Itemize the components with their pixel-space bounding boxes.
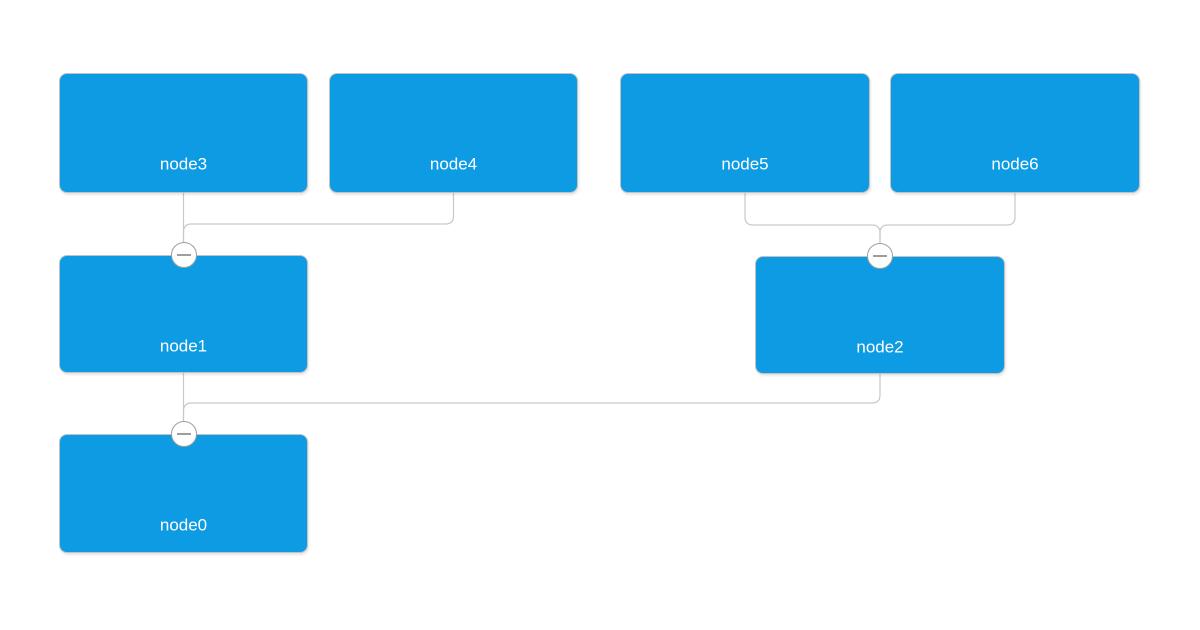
minus-icon	[176, 433, 191, 435]
node-label-node5: node5	[721, 154, 769, 174]
node-label-node1: node1	[159, 336, 208, 356]
minus-icon	[873, 255, 887, 257]
node-label-node6: node6	[991, 154, 1039, 174]
node-node5[interactable]: node5	[620, 73, 870, 193]
node-label-node0: node0	[159, 515, 208, 535]
node-node4[interactable]: node4	[329, 73, 578, 193]
node-node2[interactable]: node2	[755, 256, 1005, 374]
collapse-button-node1[interactable]	[170, 242, 197, 268]
node-node1[interactable]: node1	[59, 255, 308, 373]
node-node3[interactable]: node3	[59, 73, 308, 193]
node-label-node4: node4	[429, 154, 478, 174]
edge-node6-node2	[879, 193, 1016, 243]
collapse-button-node0[interactable]	[170, 421, 197, 447]
collapse-button-node2[interactable]	[867, 243, 893, 269]
node-node6[interactable]: node6	[890, 73, 1140, 193]
edge-node2-node0	[182, 374, 881, 421]
minus-icon	[176, 254, 191, 256]
node-node0[interactable]: node0	[59, 434, 308, 553]
node-label-node3: node3	[159, 154, 208, 174]
edge-node5-node2	[744, 193, 881, 243]
node-label-node2: node2	[856, 337, 904, 357]
edge-node4-node1	[182, 193, 455, 242]
